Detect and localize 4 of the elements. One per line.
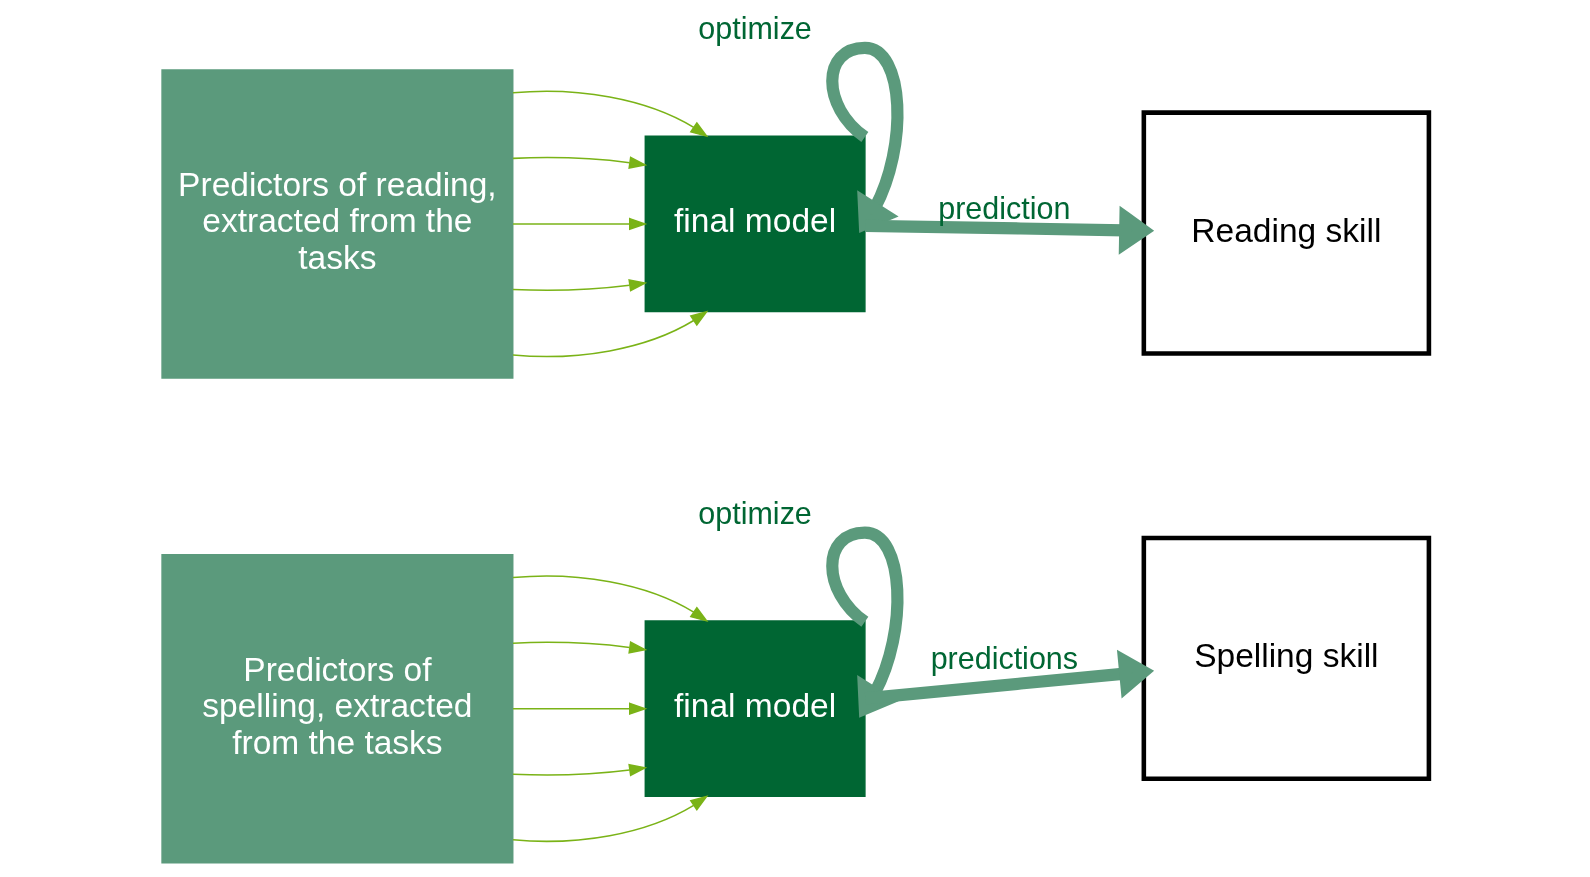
edge-label: predictions [930,641,1078,676]
edge-label: prediction [937,191,1070,226]
edge-label: optimize [697,10,812,45]
edge-label: optimize [697,495,812,530]
